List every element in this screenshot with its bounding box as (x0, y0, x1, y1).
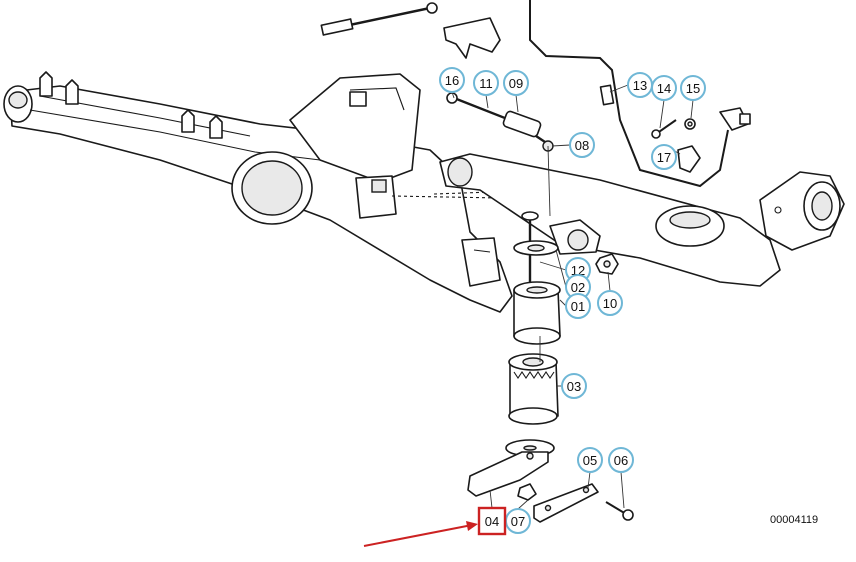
callout-06: 06 (608, 447, 634, 473)
callout-circle (680, 75, 706, 101)
callout-circle (473, 70, 499, 96)
callout-text: 02 (571, 280, 585, 295)
callout-text: 11 (479, 76, 493, 91)
callout-text: 16 (445, 73, 459, 88)
clip-bracket (443, 17, 501, 59)
damper-stack (508, 211, 619, 425)
axle-carrier (3, 71, 513, 313)
callout-circle (651, 144, 677, 170)
callout-text: 06 (614, 453, 628, 468)
callout-circle (651, 75, 677, 101)
callout-text: 03 (567, 379, 581, 394)
callout-circle (503, 70, 529, 96)
callout-labels: 16 11 09 13 14 15 08 17 12 02 01 10 03 05 06 07 04 (439, 67, 706, 536)
callout-text: 05 (583, 453, 597, 468)
callout-circle (597, 290, 623, 316)
callout-text: 10 (603, 296, 617, 311)
lower-bracket (467, 439, 634, 523)
callout-05: 05 (577, 447, 603, 473)
callout-03: 03 (561, 373, 587, 399)
sensor-bolt-group (651, 118, 701, 173)
callout-01: 01 (565, 293, 591, 319)
callout-10: 10 (597, 290, 623, 316)
callout-11: 11 (473, 70, 499, 96)
callout-13: 13 (627, 72, 653, 98)
callout-04: 04 (477, 506, 507, 536)
callout-08: 08 (569, 132, 595, 158)
trailing-arm (439, 153, 781, 287)
callout-text: 09 (509, 76, 523, 91)
callout-circle (561, 373, 587, 399)
callout-circle (565, 293, 591, 319)
callout-text: 15 (686, 81, 700, 96)
reference-number: 00004119 (770, 514, 818, 526)
highlight-arrow (363, 521, 478, 547)
callout-text: 14 (657, 81, 671, 96)
callout-text: 13 (633, 78, 647, 93)
callout-circle (439, 67, 465, 93)
callout-text: 17 (657, 150, 671, 165)
callout-circle (569, 132, 595, 158)
callout-text: 08 (575, 138, 589, 153)
wheel-hub (759, 171, 845, 251)
callout-text: 01 (571, 299, 585, 314)
callout-09: 09 (503, 70, 529, 96)
callout-text: 07 (511, 514, 525, 529)
callout-text: 04 (485, 514, 499, 529)
highlight-box (477, 506, 507, 536)
callout-circle (577, 447, 603, 473)
callout-07: 07 (505, 508, 531, 534)
callout-text: 12 (571, 263, 585, 278)
brake-line (529, 0, 751, 188)
callout-16: 16 (439, 67, 465, 93)
bolt-stack-upper (446, 92, 554, 152)
callout-14: 14 (651, 75, 677, 101)
callout-17: 17 (651, 144, 677, 170)
callout-circle (608, 447, 634, 473)
callout-15: 15 (680, 75, 706, 101)
brake-cable-top (320, 2, 438, 36)
